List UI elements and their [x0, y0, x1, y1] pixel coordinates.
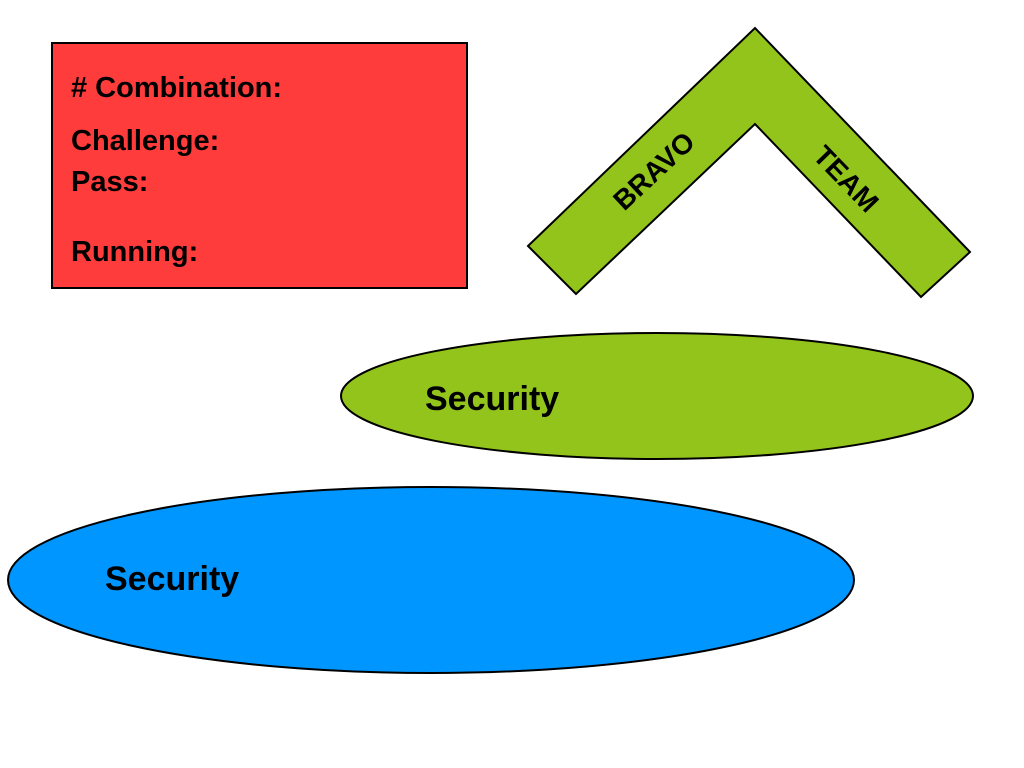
combination-label: # Combination: [71, 72, 283, 104]
bravo-team-chevron [526, 26, 972, 299]
security-ellipse-green [340, 332, 974, 460]
security-label-blue: Security [105, 560, 239, 598]
running-label: Running: [71, 236, 199, 268]
combination-info-box: # Combination: Challenge: Pass: Running: [51, 42, 468, 289]
security-ellipse-blue [7, 486, 855, 674]
challenge-label: Challenge: [71, 125, 220, 157]
pass-label: Pass: [71, 166, 149, 198]
security-label-green: Security [425, 380, 559, 418]
